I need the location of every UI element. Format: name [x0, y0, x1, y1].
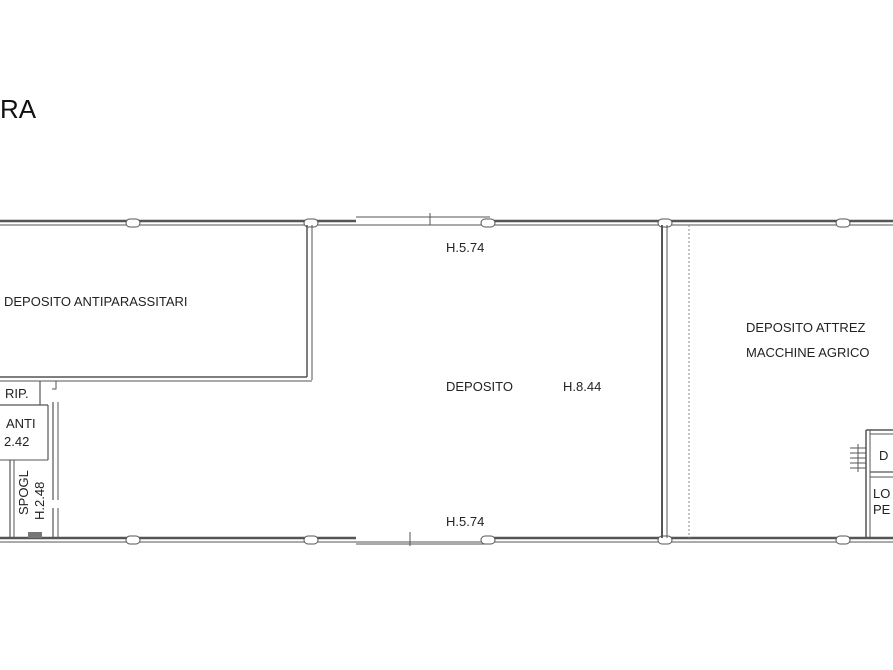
outer-walls — [0, 213, 893, 546]
deposito-label: DEPOSITO — [446, 379, 513, 394]
deposito-antiparassitari-label: DEPOSITO ANTIPARASSITARI — [4, 294, 188, 309]
anti-height-label: 2.42 — [4, 434, 29, 449]
deposito-attrezzi-label-line1: DEPOSITO ATTREZ — [746, 320, 865, 335]
plan-title: RA — [0, 94, 37, 124]
central-partition — [661, 225, 690, 538]
height-top-label: H.5.74 — [446, 240, 484, 255]
d-room-label: D — [879, 448, 888, 463]
service-rooms-walls — [0, 381, 59, 538]
column-markers — [125, 218, 851, 545]
pe-room-label: PE — [873, 502, 891, 517]
right-service-rooms — [850, 429, 893, 538]
height-bottom-label: H.5.74 — [446, 514, 484, 529]
deposito-height-label: H.8.44 — [563, 379, 601, 394]
anti-label: ANTI — [6, 416, 36, 431]
deposito-attrezzi-label-line2: MACCHINE AGRICO — [746, 345, 870, 360]
spogl-label: SPOGL — [16, 470, 31, 515]
rip-label: RIP. — [5, 386, 29, 401]
lo-room-label: LO — [873, 486, 890, 501]
spogl-height-label: H.2.48 — [32, 482, 47, 520]
antiparassitari-room-walls — [0, 225, 313, 382]
